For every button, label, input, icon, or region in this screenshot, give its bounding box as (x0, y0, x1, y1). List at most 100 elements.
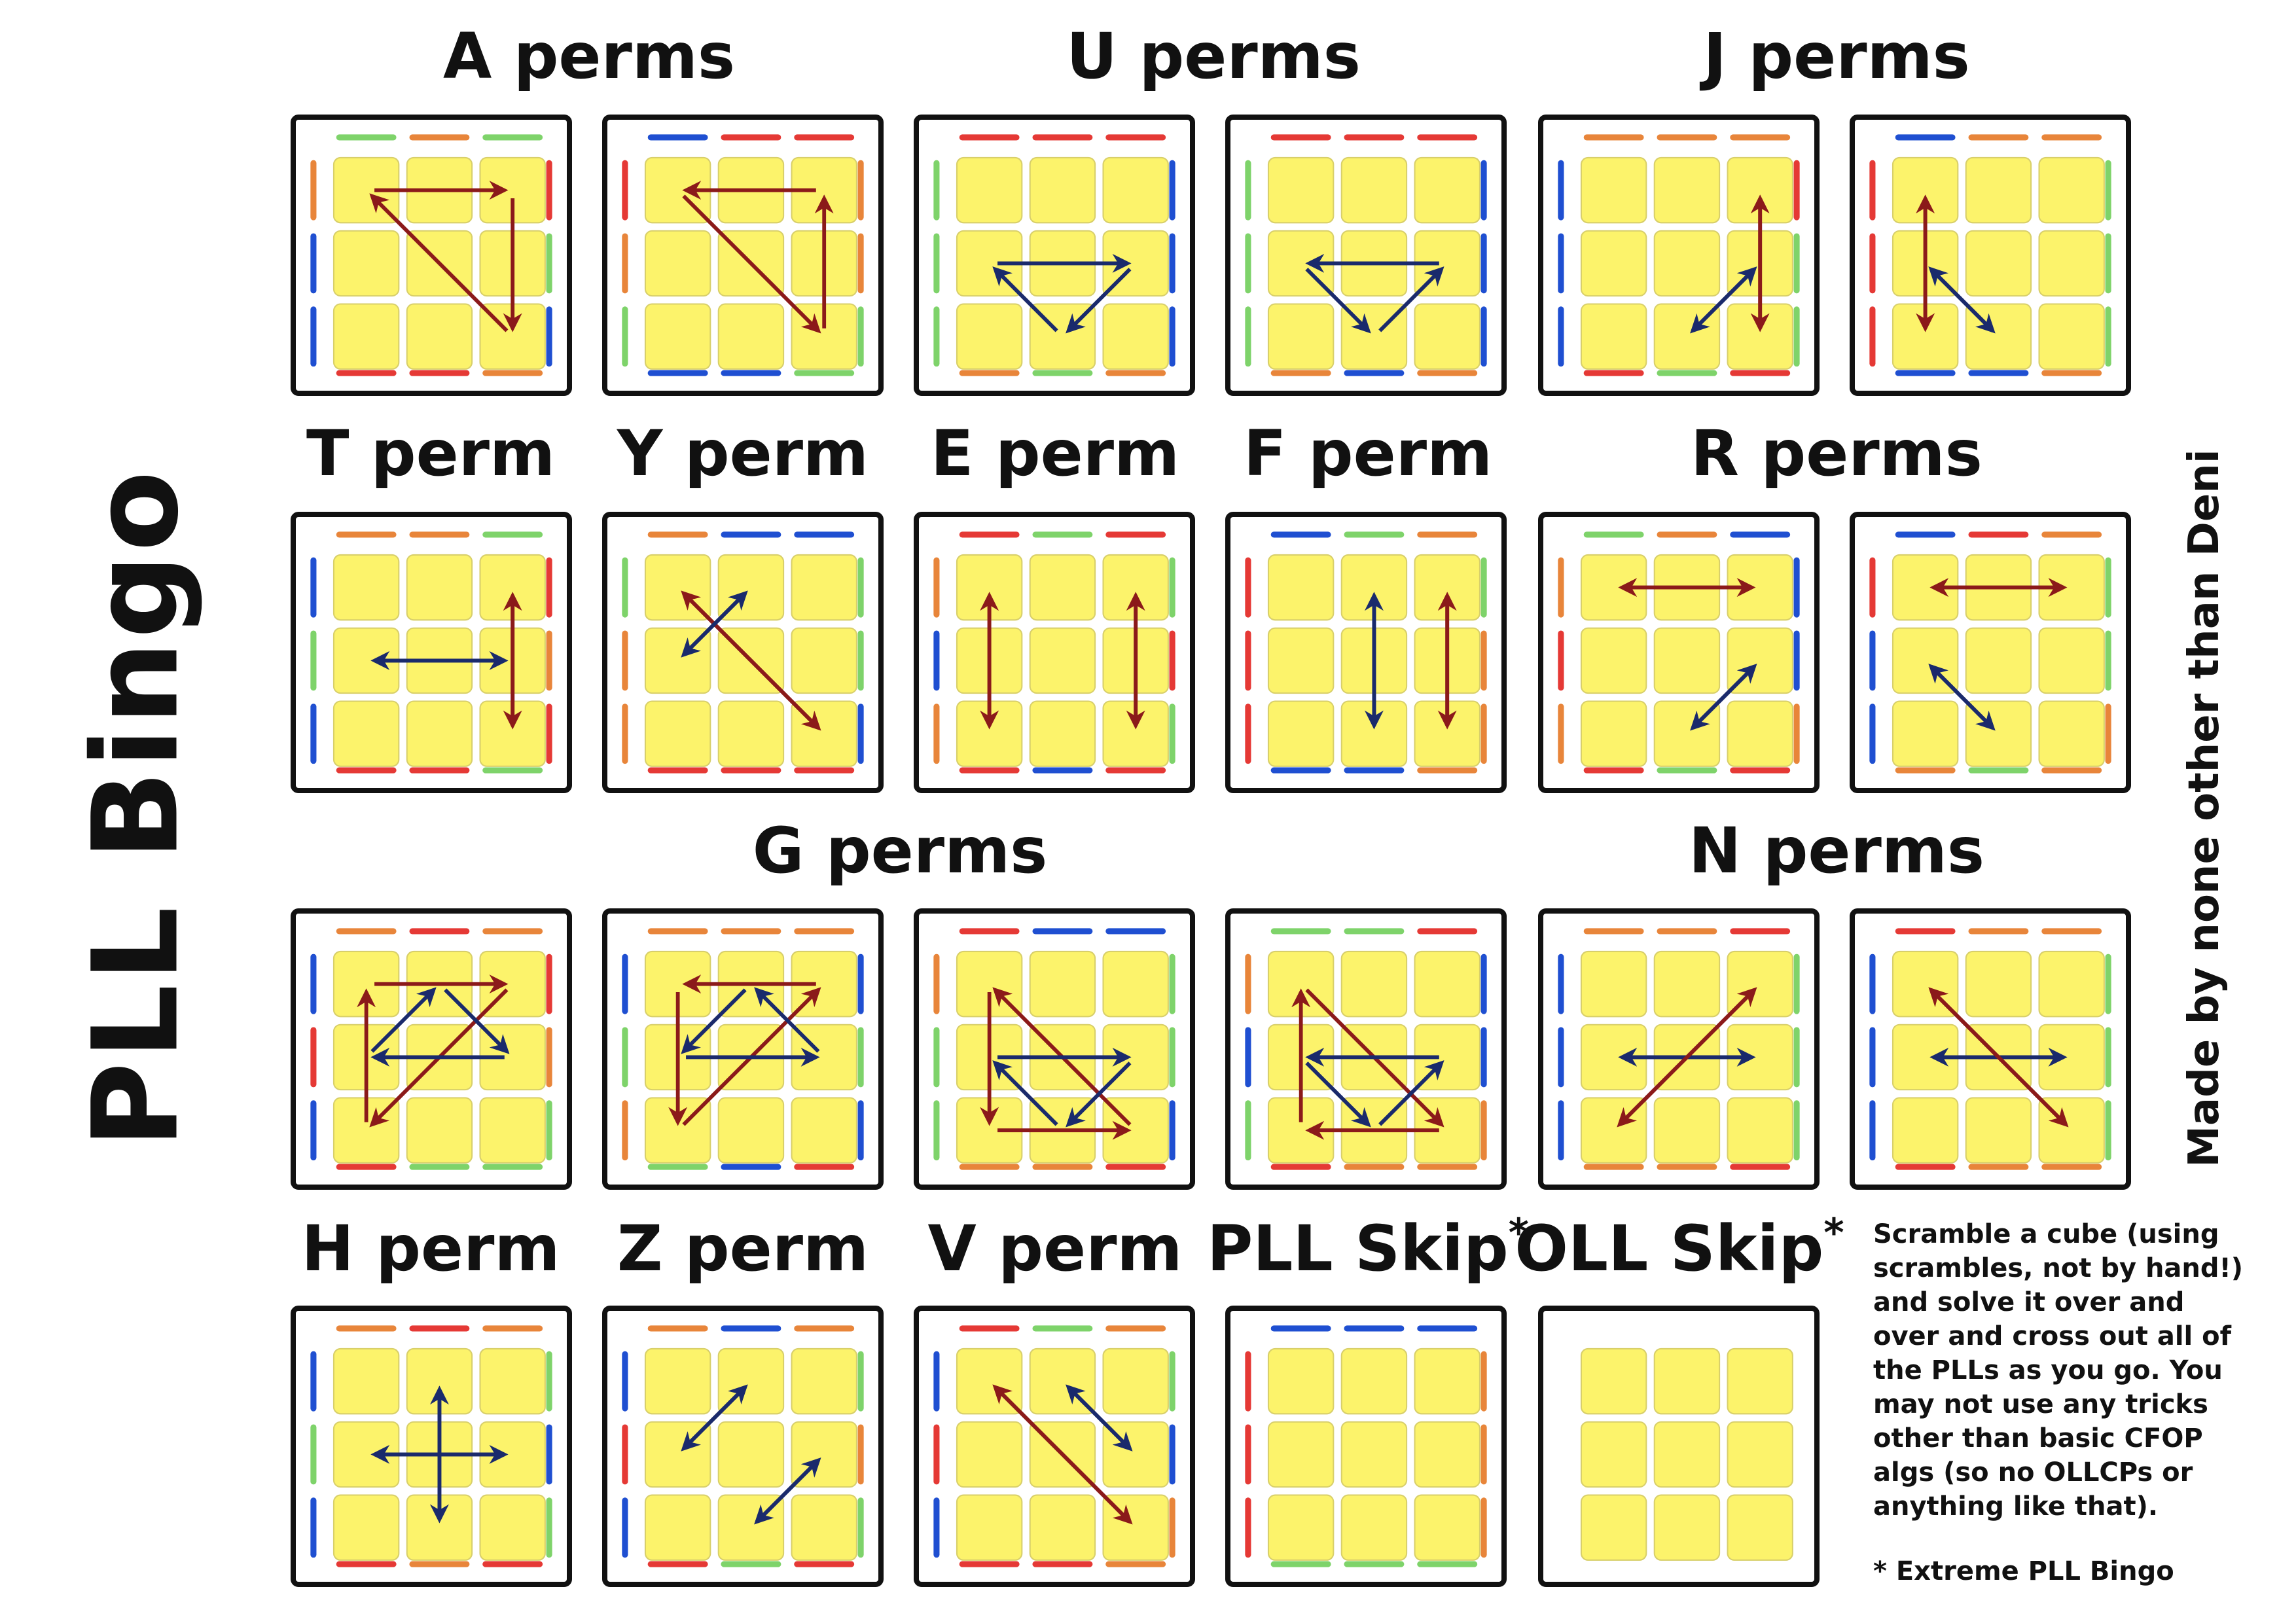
case-card-gc[interactable] (914, 908, 1195, 1190)
case-card-ub[interactable] (1225, 115, 1507, 396)
sticker (1414, 1421, 1480, 1488)
case-card-ua[interactable] (914, 115, 1195, 396)
case-diagram-e (933, 531, 1175, 774)
sticker (2038, 156, 2105, 224)
case-card-e[interactable] (914, 512, 1195, 793)
sticker (1267, 554, 1335, 621)
instructions-text: Scramble a cube (using scrambles, not by… (1873, 1219, 2244, 1522)
sticker (2038, 627, 2105, 694)
sticker (1653, 156, 1721, 224)
case-card-ra[interactable] (1538, 512, 1820, 793)
sticker (644, 1347, 711, 1415)
swap-arrow (1378, 266, 1444, 332)
swap-arrow (1066, 268, 1132, 334)
sticker (2038, 700, 2105, 767)
sticker (1965, 1097, 2032, 1164)
sticker (406, 303, 473, 370)
case-diagram-gc (933, 928, 1175, 1170)
case-card-gb[interactable] (602, 908, 884, 1190)
case-card-gd[interactable] (1225, 908, 1507, 1190)
case-card-f[interactable] (1225, 512, 1507, 793)
case-card-na[interactable] (1538, 908, 1820, 1190)
sticker (1267, 303, 1335, 370)
sticker (791, 1097, 857, 1164)
heading-v-perm: V perm (927, 1212, 1183, 1285)
sticker (791, 1494, 857, 1561)
sticker (1965, 156, 2032, 224)
heading-pll-skip: PLL Skip* (1206, 1210, 1530, 1285)
sticker (2038, 303, 2105, 370)
swap-arrow (754, 1459, 820, 1525)
sticker (1653, 950, 1721, 1018)
sticker (1727, 1347, 1793, 1415)
case-card-v[interactable] (914, 1306, 1195, 1587)
sticker (956, 1494, 1023, 1561)
sticker (644, 303, 711, 370)
sticker (332, 230, 400, 297)
case-card-pll-skip[interactable] (1225, 1306, 1507, 1587)
swap-arrow (754, 987, 820, 1053)
sticker (479, 1347, 546, 1415)
case-card-ab[interactable] (602, 115, 884, 396)
swap-arrow (682, 194, 821, 334)
sticker (1267, 1347, 1335, 1415)
sticker (644, 700, 711, 767)
sticker (332, 554, 400, 621)
sticker (1340, 1494, 1408, 1561)
swap-arrow (1066, 1384, 1132, 1450)
heading-r-perms: R perms (1691, 417, 1982, 490)
sticker (1029, 700, 1096, 767)
case-card-y[interactable] (602, 512, 884, 793)
swap-arrow (1928, 266, 1994, 332)
sticker (1029, 554, 1096, 621)
case-diagram-f (1245, 531, 1487, 774)
case-card-rb[interactable] (1850, 512, 2131, 793)
sticker (1727, 1421, 1793, 1488)
swap-arrow (681, 592, 747, 658)
swap-arrow (1305, 268, 1371, 334)
sticker (406, 554, 473, 621)
sticker (644, 1494, 711, 1561)
case-diagram-ra (1558, 531, 1800, 774)
case-diagram-v (933, 1325, 1175, 1567)
sticker (1653, 627, 1721, 694)
case-card-jb[interactable] (1850, 115, 2131, 396)
case-card-oll-skip[interactable] (1538, 1306, 1820, 1587)
sticker (1029, 950, 1096, 1018)
case-card-ja[interactable] (1538, 115, 1820, 396)
sticker (1580, 156, 1647, 224)
sticker (1267, 627, 1335, 694)
sticker (1653, 230, 1721, 297)
sticker (1653, 1347, 1721, 1415)
case-diagram-ub (1245, 134, 1487, 376)
sticker (1580, 230, 1647, 297)
sticker (956, 1421, 1023, 1488)
case-card-aa[interactable] (291, 115, 572, 396)
case-card-ga[interactable] (291, 908, 572, 1190)
sticker (1580, 700, 1647, 767)
sticker (1653, 1097, 1721, 1164)
sticker (479, 1097, 546, 1164)
sticker (332, 303, 400, 370)
swap-arrow (1066, 1061, 1132, 1128)
sticker (644, 230, 711, 297)
sticker (1414, 950, 1480, 1018)
sticker (1965, 627, 2032, 694)
swap-arrow (444, 988, 510, 1054)
heading-a-perms: A perms (442, 20, 736, 93)
heading-z-perm: Z perm (617, 1212, 869, 1285)
swap-arrow (681, 1385, 747, 1452)
case-card-h[interactable] (291, 1306, 572, 1587)
case-card-nb[interactable] (1850, 908, 2131, 1190)
sticker (1580, 1347, 1647, 1415)
sticker (2038, 230, 2105, 297)
sticker (1580, 1494, 1647, 1561)
sticker (1653, 1421, 1721, 1488)
case-diagram-t (310, 531, 552, 774)
sticker (1029, 1494, 1096, 1561)
case-card-z[interactable] (602, 1306, 884, 1587)
sticker (956, 303, 1023, 370)
footnote-text: * Extreme PLL Bingo (1873, 1556, 2174, 1586)
case-diagram-y (622, 531, 864, 774)
case-card-t[interactable] (291, 512, 572, 793)
